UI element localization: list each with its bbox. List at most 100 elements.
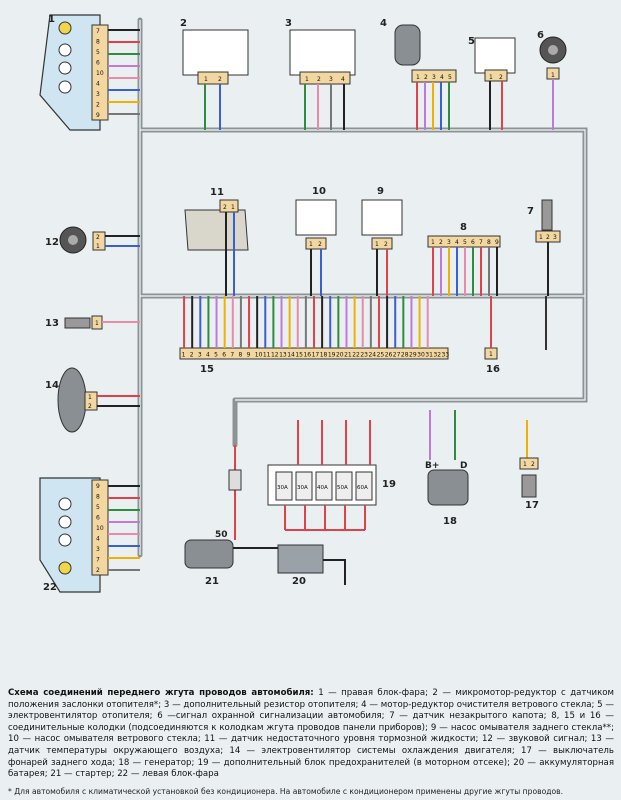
heater-fan-5: 5 1 2 xyxy=(468,36,516,82)
headlamp-1-pin: 9 xyxy=(96,112,100,119)
label-17: 17 xyxy=(525,500,539,511)
connector-15-pin: 23 xyxy=(360,352,368,359)
label-13: 13 xyxy=(45,318,59,329)
connector-15-pin: 5 xyxy=(214,352,218,359)
headlamp-22-pin: 3 xyxy=(96,546,100,553)
generator-18: B+ D 18 xyxy=(425,410,469,527)
svg-text:1: 1 xyxy=(95,320,99,327)
svg-text:2: 2 xyxy=(223,204,227,211)
svg-text:1: 1 xyxy=(375,241,379,248)
svg-text:2: 2 xyxy=(424,74,428,81)
wiper-motor-4: 4 1 2 3 4 5 xyxy=(380,18,457,83)
headlamp-22-pin: 5 xyxy=(96,504,100,511)
label-7: 7 xyxy=(527,206,534,217)
fuse-rating: 30A xyxy=(297,485,308,491)
connector-15-pin: 16 xyxy=(303,352,311,359)
brake-fluid-sensor-11: 11 2 1 xyxy=(184,187,249,251)
radiator-fan-14: 14 1 2 xyxy=(45,367,98,433)
fuse-rating: 30A xyxy=(277,485,288,491)
label-9: 9 xyxy=(377,186,384,197)
component-3: 3 1 2 3 4 xyxy=(285,18,356,85)
connector-15-pin: 9 xyxy=(247,352,251,359)
connector-8-pin: 2 xyxy=(439,239,443,246)
connector-8-pin: 8 xyxy=(487,239,491,246)
svg-text:2: 2 xyxy=(499,74,503,81)
label-4: 4 xyxy=(380,18,387,29)
connector-8-pin: 9 xyxy=(495,239,499,246)
connector-15-pin: 29 xyxy=(409,352,417,359)
connector-15-pin: 11 xyxy=(263,352,271,359)
svg-text:1: 1 xyxy=(489,74,493,81)
svg-text:B+: B+ xyxy=(425,461,439,471)
connector-16: 16 1 xyxy=(484,347,500,375)
svg-text:1: 1 xyxy=(523,461,527,468)
label-5: 5 xyxy=(468,36,475,47)
connector-15-pin: 19 xyxy=(328,352,336,359)
connector-15-pin: 12 xyxy=(271,352,279,359)
headlamp-22-pin: 8 xyxy=(96,494,100,501)
connector-15-pin: 1 xyxy=(182,352,186,359)
connector-15-pin: 17 xyxy=(312,352,320,359)
svg-text:1: 1 xyxy=(309,241,313,248)
label-2: 2 xyxy=(180,18,187,29)
svg-text:1: 1 xyxy=(539,234,543,241)
connector-15-pin: 28 xyxy=(401,352,409,359)
svg-text:1: 1 xyxy=(551,72,555,79)
label-1: 1 xyxy=(48,14,55,25)
svg-text:1: 1 xyxy=(204,76,208,83)
label-18: 18 xyxy=(443,516,457,527)
svg-text:2: 2 xyxy=(96,234,100,241)
svg-text:3: 3 xyxy=(432,74,436,81)
inline-fuse xyxy=(228,469,242,491)
starter-21: 50 21 xyxy=(184,530,278,587)
headlamp-1-pin: 4 xyxy=(96,81,100,88)
ambient-temp-sensor-13: 13 1 xyxy=(45,315,103,330)
svg-text:1: 1 xyxy=(305,76,309,83)
fuse xyxy=(355,471,373,501)
headlamp-1-pin: 2 xyxy=(96,102,100,109)
connector-15-pin: 6 xyxy=(222,352,226,359)
horn-12: 12 2 1 xyxy=(45,226,106,254)
connector-8-pin: 3 xyxy=(447,239,451,246)
svg-text:1: 1 xyxy=(88,394,92,401)
label-19: 19 xyxy=(382,479,396,490)
rear-washer-pump-9: 9 1 2 xyxy=(361,186,403,250)
svg-text:3: 3 xyxy=(329,76,333,83)
connector-15-pin: 3 xyxy=(198,352,202,359)
connector-15-pin: 33 xyxy=(442,352,450,359)
connector-15-pin: 30 xyxy=(417,352,425,359)
connector-15-pin: 10 xyxy=(255,352,263,359)
svg-text:2: 2 xyxy=(88,403,92,410)
svg-text:1: 1 xyxy=(231,204,235,211)
caption: Схема соединений переднего жгута проводо… xyxy=(8,688,614,781)
connector-15-pin: 31 xyxy=(425,352,433,359)
headlamp-22-pin: 6 xyxy=(96,515,100,522)
svg-text:1: 1 xyxy=(96,243,100,250)
svg-text:4: 4 xyxy=(341,76,345,83)
label-10: 10 xyxy=(312,186,326,197)
fuse xyxy=(275,471,293,501)
fuse xyxy=(295,471,313,501)
connector-15-pin: 13 xyxy=(279,352,287,359)
svg-text:5: 5 xyxy=(448,74,452,81)
headlamp-22-pin: 4 xyxy=(96,536,100,543)
connector-8-pin: 6 xyxy=(471,239,475,246)
connector-15-pin: 20 xyxy=(336,352,344,359)
connector-15-pin: 26 xyxy=(385,352,393,359)
alarm-horn-6: 6 1 xyxy=(537,30,567,80)
connector-15-pin: 15 xyxy=(295,352,303,359)
svg-text:1: 1 xyxy=(489,351,493,358)
svg-text:50: 50 xyxy=(215,530,228,540)
caption-title: Схема соединений переднего жгута проводо… xyxy=(8,688,314,698)
connector-8-pin: 5 xyxy=(463,239,467,246)
svg-text:1: 1 xyxy=(416,74,420,81)
label-21: 21 xyxy=(205,576,219,587)
label-6: 6 xyxy=(537,30,544,41)
svg-text:2: 2 xyxy=(546,234,550,241)
svg-text:4: 4 xyxy=(440,74,444,81)
label-14: 14 xyxy=(45,380,59,391)
label-12: 12 xyxy=(45,237,59,248)
label-15: 15 xyxy=(200,364,214,375)
